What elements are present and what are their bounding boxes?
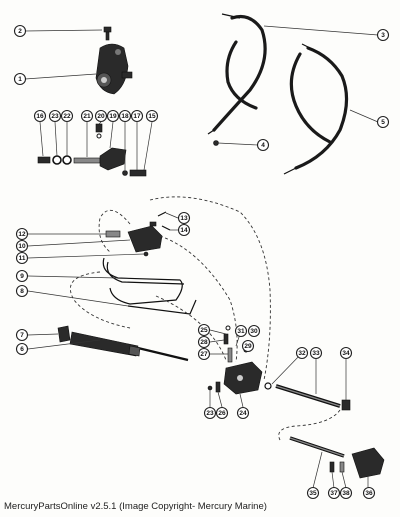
tube-assembly-part	[264, 382, 385, 479]
callout-leader-lines	[24, 25, 379, 489]
callout-32: 32	[295, 346, 309, 360]
svg-text:25: 25	[200, 327, 208, 334]
svg-text:6: 6	[20, 346, 24, 353]
svg-text:8: 8	[20, 288, 24, 295]
exploded-parts-diagram: 2 1 3 4 5 16 23 22 21 20 19 18 17 15 13 …	[13, 13, 390, 500]
callout-14: 14	[177, 223, 191, 237]
callout-18: 18	[118, 109, 132, 123]
svg-text:38: 38	[342, 490, 350, 497]
svg-text:33: 33	[312, 350, 320, 357]
small-parts-row	[37, 123, 147, 177]
svg-text:16: 16	[36, 113, 44, 120]
callout-1: 1	[13, 72, 27, 86]
callout-33: 33	[309, 346, 323, 360]
svg-text:36: 36	[365, 490, 373, 497]
callout-20: 20	[94, 109, 108, 123]
svg-text:27: 27	[200, 351, 208, 358]
hose-fitting-part	[213, 140, 219, 146]
callout-26: 26	[215, 406, 229, 420]
callout-12: 12	[15, 227, 29, 241]
svg-text:1: 1	[18, 76, 22, 83]
svg-text:17: 17	[133, 113, 141, 120]
callout-29: 29	[241, 339, 255, 353]
reservoir-cap-part	[103, 26, 112, 41]
callout-22: 22	[60, 109, 74, 123]
callout-17: 17	[130, 109, 144, 123]
svg-text:4: 4	[261, 142, 265, 149]
svg-text:23: 23	[51, 113, 59, 120]
svg-text:21: 21	[83, 113, 91, 120]
callout-31: 31	[234, 324, 248, 338]
svg-text:35: 35	[309, 490, 317, 497]
callout-6: 6	[15, 342, 29, 356]
callout-3: 3	[376, 28, 390, 42]
callout-23: 23	[48, 109, 62, 123]
svg-text:18: 18	[121, 113, 129, 120]
svg-text:34: 34	[342, 350, 350, 357]
svg-text:32: 32	[298, 350, 306, 357]
svg-text:37: 37	[330, 490, 338, 497]
callout-36: 36	[362, 486, 376, 500]
callout-2: 2	[13, 24, 27, 38]
hose-5-part	[283, 43, 349, 175]
callout-4: 4	[256, 138, 270, 152]
callout-30: 30	[247, 324, 261, 338]
svg-text:15: 15	[148, 113, 156, 120]
svg-text:13: 13	[180, 215, 188, 222]
copyright-caption: MercuryPartsOnline v2.5.1 (Image Copyrig…	[4, 501, 267, 512]
svg-text:9: 9	[20, 273, 24, 280]
callout-21: 21	[80, 109, 94, 123]
cable-tubes-part	[102, 257, 197, 315]
dashed-routing-lines	[69, 196, 341, 441]
callout-13: 13	[177, 211, 191, 225]
callout-11: 11	[15, 251, 29, 265]
pump-reservoir-part	[95, 43, 133, 95]
hose-3-part	[207, 13, 267, 135]
callout-37: 37	[327, 486, 341, 500]
svg-text:22: 22	[63, 113, 71, 120]
svg-text:2: 2	[18, 28, 22, 35]
svg-text:5: 5	[381, 119, 385, 126]
callout-10: 10	[15, 239, 29, 253]
svg-text:26: 26	[218, 410, 226, 417]
svg-text:24: 24	[239, 410, 247, 417]
callout-23b: 23	[203, 406, 217, 420]
svg-text:10: 10	[18, 243, 26, 250]
svg-text:12: 12	[18, 231, 26, 238]
svg-text:14: 14	[180, 227, 188, 234]
svg-text:23: 23	[206, 410, 214, 417]
callout-24: 24	[236, 406, 250, 420]
callout-8: 8	[15, 284, 29, 298]
callout-25: 25	[197, 323, 211, 337]
callout-7: 7	[15, 328, 29, 342]
svg-text:11: 11	[19, 255, 26, 262]
steering-cylinder-part	[57, 325, 189, 362]
callout-5: 5	[376, 115, 390, 129]
svg-text:20: 20	[97, 113, 105, 120]
svg-text:28: 28	[200, 339, 208, 346]
svg-text:29: 29	[244, 343, 252, 350]
callout-34: 34	[339, 346, 353, 360]
callout-28: 28	[197, 335, 211, 349]
control-valve-part	[105, 211, 171, 257]
callout-9: 9	[15, 269, 29, 283]
svg-text:19: 19	[109, 113, 117, 120]
svg-text:7: 7	[20, 332, 24, 339]
callout-16: 16	[33, 109, 47, 123]
callout-19: 19	[106, 109, 120, 123]
svg-text:31: 31	[237, 328, 245, 335]
callout-27: 27	[197, 347, 211, 361]
callout-15: 15	[145, 109, 159, 123]
callout-35: 35	[306, 486, 320, 500]
svg-text:30: 30	[250, 328, 258, 335]
svg-text:3: 3	[381, 32, 385, 39]
callout-38: 38	[339, 486, 353, 500]
